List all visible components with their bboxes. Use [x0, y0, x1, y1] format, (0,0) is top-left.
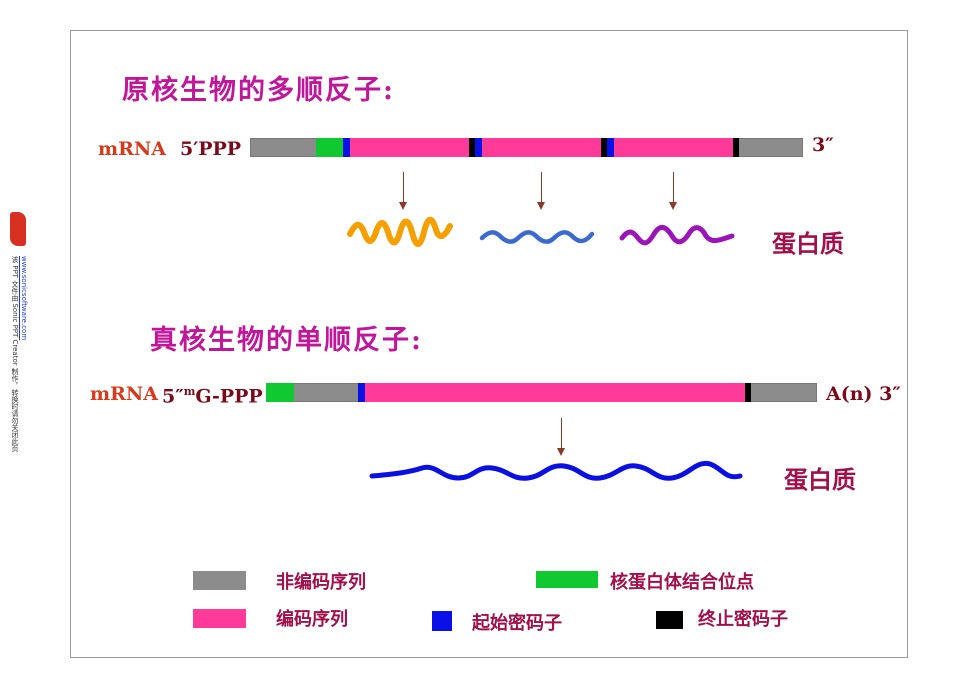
- prokaryote-mrna-label: mRNA: [98, 138, 167, 160]
- coding-segment: [350, 138, 469, 157]
- legend-noncoding-label: 非编码序列: [276, 572, 366, 593]
- eukaryote-three-prime: A(n) 3″: [826, 383, 901, 405]
- legend-noncoding-swatch: [193, 571, 246, 590]
- protein-euk-wave: [369, 460, 743, 481]
- sidebar-note: 该 PPT 文件由 Sonic PPT Creator 制作，转换时请勿关闭此页: [11, 256, 19, 452]
- start-codon-segment: [358, 383, 365, 402]
- prokaryote-heading: 原核生物的多顺反子:: [122, 75, 395, 106]
- cap-text: G-PPP: [195, 385, 263, 408]
- legend-ribosome-site-swatch: [536, 571, 598, 588]
- ribosome-site-segment: [266, 383, 294, 402]
- legend-coding-swatch: [193, 609, 246, 628]
- stop-codon-segment: [745, 383, 751, 402]
- sidebar-watermark: 该 PPT 文件由 Sonic PPT Creator 制作，转换时请勿关闭此页…: [8, 212, 30, 502]
- start-codon-segment: [475, 138, 482, 157]
- eukaryote-mrna-label: mRNA: [90, 383, 159, 405]
- start-codon-segment: [607, 138, 614, 157]
- prokaryote-five-prime: 5′PPP: [180, 138, 242, 160]
- eukaryote-protein-label: 蛋白质: [784, 466, 856, 494]
- legend-ribosome-site-label: 核蛋白体结合位点: [610, 572, 754, 593]
- stop-codon-segment: [469, 138, 475, 157]
- coding-segment: [614, 138, 733, 157]
- translation-arrow: [557, 418, 565, 456]
- legend-start-codon-swatch: [432, 611, 452, 631]
- sonic-logo-icon: [10, 212, 26, 246]
- legend-coding-label: 编码序列: [276, 609, 348, 630]
- prokaryote-protein-label: 蛋白质: [772, 230, 844, 258]
- sidebar-link[interactable]: www.sonicsoftware.com: [20, 256, 28, 341]
- coding-segment: [365, 383, 745, 402]
- protein-1-wave: [347, 216, 453, 247]
- legend-stop-codon-swatch: [656, 611, 683, 629]
- legend-stop-codon-label: 终止密码子: [698, 609, 788, 630]
- eukaryote-protein: [369, 460, 743, 481]
- stop-codon-segment: [601, 138, 607, 157]
- five-prime-text: 5″: [162, 385, 184, 408]
- slide-frame: [70, 30, 908, 658]
- translation-arrow: [669, 172, 677, 210]
- ribosome-site-segment: [316, 138, 343, 157]
- translation-arrow: [537, 172, 545, 210]
- cap-superscript: m: [183, 385, 196, 398]
- start-codon-segment: [343, 138, 350, 157]
- legend-start-codon-label: 起始密码子: [472, 613, 562, 634]
- translation-arrow: [399, 172, 407, 210]
- prokaryote-three-prime: 3″: [812, 134, 834, 156]
- eukaryote-five-prime: 5″mG-PPP: [162, 385, 263, 407]
- stop-codon-segment: [733, 138, 739, 157]
- protein-3-wave: [619, 225, 735, 246]
- protein-2-wave: [479, 230, 595, 244]
- coding-segment: [482, 138, 601, 157]
- eukaryote-heading: 真核生物的单顺反子:: [150, 325, 423, 356]
- prokaryote-proteins: [347, 216, 735, 247]
